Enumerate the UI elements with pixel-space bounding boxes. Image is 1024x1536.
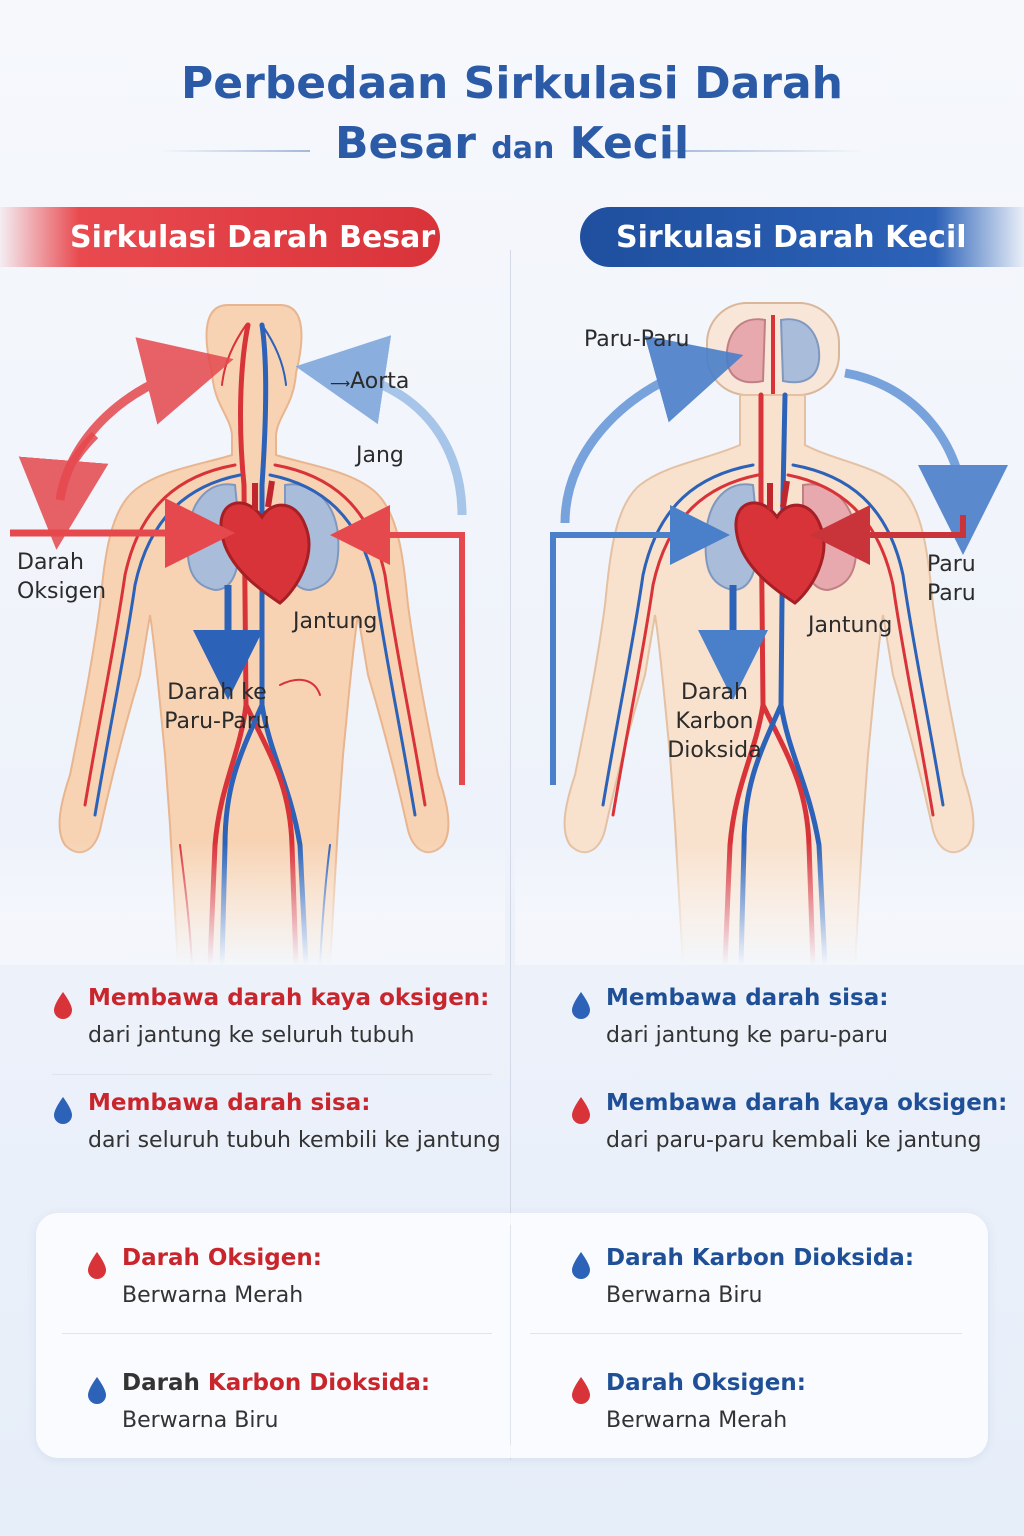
- legend-right-1-head: Darah Karbon Dioksida:: [606, 1245, 915, 1271]
- info-right-2-head: Membawa darah kaya oksigen:: [606, 1090, 1008, 1116]
- label-paru-paru-top: Paru-Paru: [584, 327, 690, 352]
- info-left-1-sub: dari jantung ke seluruh tubuh: [88, 1023, 415, 1048]
- title-word-besar: Besar: [334, 118, 476, 169]
- blue-drop-icon: [572, 1252, 590, 1279]
- label-jantung-right: Jantung: [808, 613, 893, 638]
- separator: [530, 1333, 962, 1334]
- legend-divider-vertical: [510, 1225, 511, 1445]
- blue-drop-icon: [54, 1097, 72, 1124]
- header-sirkulasi-kecil-label: Sirkulasi Darah Kecil: [616, 219, 967, 255]
- title-underline-left: [160, 150, 310, 152]
- info-left-2-sub: dari seluruh tubuh kembili ke jantung: [88, 1128, 501, 1153]
- info-left-2-head: Membawa darah sisa:: [88, 1090, 371, 1116]
- header-sirkulasi-besar-label: Sirkulasi Darah Besar: [70, 219, 436, 255]
- pulmonary-circulation-diagram: [515, 285, 1024, 965]
- label-paru-side: Paru Paru: [927, 552, 976, 606]
- legend-left-1-head: Darah Oksigen:: [122, 1245, 322, 1271]
- title-word-dan: dan: [491, 131, 555, 166]
- label-jantung-left: Jantung: [293, 609, 378, 634]
- systemic-circulation-diagram: [0, 285, 505, 965]
- legend-left-2-head: Darah Karbon Dioksida:: [122, 1370, 431, 1396]
- legend-panel: [36, 1213, 988, 1458]
- legend-right-1-sub: Berwarna Biru: [606, 1283, 763, 1308]
- separator: [62, 1333, 492, 1334]
- info-right-2-sub: dari paru-paru kembali ke jantung: [606, 1128, 982, 1153]
- red-drop-icon: [54, 992, 72, 1019]
- label-aorta: ⟶Aorta: [330, 369, 410, 394]
- title-word-kecil: Kecil: [569, 118, 690, 169]
- info-right-1-head: Membawa darah sisa:: [606, 985, 889, 1011]
- label-jang: Jang: [356, 443, 404, 468]
- legend-right-2-sub: Berwarna Merah: [606, 1408, 788, 1433]
- separator: [52, 1074, 492, 1075]
- label-darah-ke-paru: Darah ke Paru-Paru: [164, 680, 270, 734]
- column-divider: [510, 250, 511, 1460]
- blue-drop-icon: [572, 992, 590, 1019]
- red-drop-icon: [572, 1377, 590, 1404]
- header-sirkulasi-kecil: Sirkulasi Darah Kecil: [580, 207, 1024, 267]
- red-drop-icon: [88, 1252, 106, 1279]
- page-subtitle: Besar dan Kecil: [0, 118, 1024, 169]
- legend-left-2-sub: Berwarna Biru: [122, 1408, 279, 1433]
- legend-left-1-sub: Berwarna Merah: [122, 1283, 304, 1308]
- label-darah-karbon-dioksida: Darah Karbon Dioksida: [667, 680, 762, 763]
- label-darah-oksigen: Darah Oksigen: [17, 550, 107, 604]
- red-drop-icon: [572, 1097, 590, 1124]
- blue-drop-icon: [88, 1377, 106, 1404]
- legend-right-2-head: Darah Oksigen:: [606, 1370, 806, 1396]
- title-underline-right: [665, 150, 865, 152]
- page-title: Perbedaan Sirkulasi Darah: [181, 58, 843, 109]
- info-left-1-head: Membawa darah kaya oksigen:: [88, 985, 490, 1011]
- info-right-1-sub: dari jantung ke paru-paru: [606, 1023, 888, 1048]
- header-sirkulasi-besar: Sirkulasi Darah Besar: [0, 207, 440, 267]
- arrow-right-icon: ⟶: [330, 376, 351, 392]
